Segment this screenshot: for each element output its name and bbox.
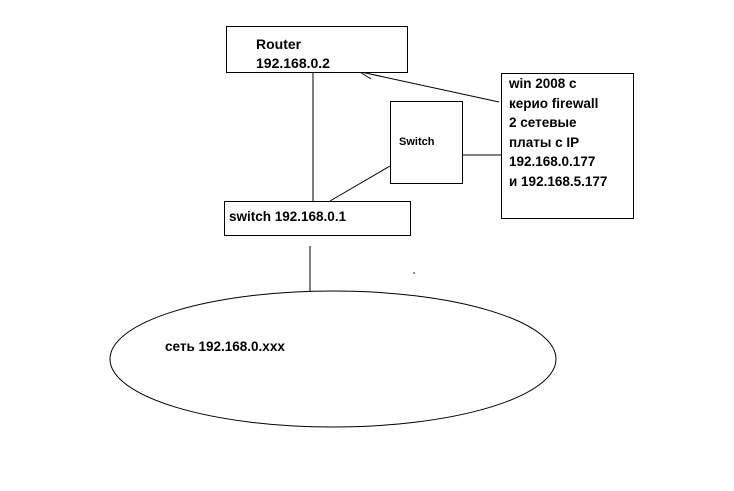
switch-to-small-switch-line — [329, 165, 391, 202]
router-ip: 192.168.0.2 — [256, 55, 330, 71]
firewall-line: 2 сетевые — [509, 115, 577, 131]
firewall-to-router-arrow-line — [360, 71, 500, 103]
firewall-line: 192.168.0.177 — [509, 154, 596, 170]
firewall-line: керио firewall — [509, 95, 599, 111]
router-title: Router — [256, 36, 302, 52]
firewall-server-box: win 2008 с керио firewall 2 сетевые плат… — [501, 73, 634, 219]
network-ellipse — [109, 290, 557, 428]
main-switch-label: switch 192.168.0.1 — [229, 209, 347, 224]
firewall-line: и 192.168.5.177 — [509, 173, 608, 189]
small-switch-label: Switch — [399, 136, 435, 148]
firewall-line: платы с IP — [509, 134, 580, 150]
network-label: сеть 192.168.0.xxx — [165, 339, 285, 354]
router-box: Router 192.168.0.2 — [226, 26, 408, 73]
main-switch-box: switch 192.168.0.1 — [224, 201, 411, 236]
small-switch-box: Switch — [390, 101, 463, 184]
firewall-line: win 2008 с — [509, 76, 577, 91]
stray-dot — [413, 272, 415, 274]
